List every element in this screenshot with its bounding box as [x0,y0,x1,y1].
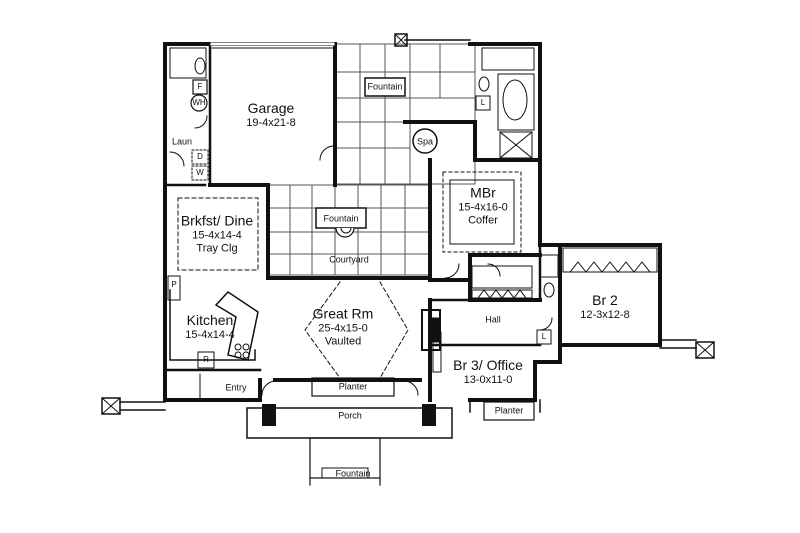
room-bedroom2: Br 2 12-3x12-8 [580,292,630,322]
label-spa: Spa [416,136,434,147]
vault-lines [304,281,341,379]
room-kitchen-dims: 15-4x14-4 [185,328,235,341]
label-courtyard: Courtyard [329,254,369,265]
label-fountain-front: Fountain [335,468,371,479]
label-porch: Porch [338,410,362,421]
label-entry: Entry [225,382,247,393]
room-bedroom2-name: Br 2 [592,292,618,309]
spa-tub [412,128,438,154]
fixture-linen-hall: L [541,332,547,342]
room-master-note: Coffer [468,214,498,227]
coffer-ceiling [442,171,522,253]
room-bedroom2-dims: 12-3x12-8 [580,308,630,321]
fixture-refrigerator: R [203,355,209,365]
water-heater-circle [190,94,208,112]
label-hall: Hall [485,314,501,325]
room-bedroom3-name: Br 3/ Office [453,357,523,374]
label-fountain-courtyard: Fountain [323,213,359,224]
room-garage-dims: 19-4x21-8 [246,116,296,129]
fixture-dryer: D [197,152,203,162]
room-master-dims: 15-4x16-0 [458,201,508,214]
room-garage: Garage 19-4x21-8 [246,100,296,130]
fountain-top [364,77,406,97]
room-garage-name: Garage [247,100,295,117]
label-planter-right: Planter [494,405,524,416]
room-great-room: Great Rm 25-4x15-0 Vaulted [313,305,374,348]
room-master-name: MBr [470,184,496,201]
label-fountain-top: Fountain [367,81,403,92]
fixture-pantry: P [171,280,177,290]
room-great-room-note: Vaulted [324,335,362,348]
room-bedroom3: Br 3/ Office 13-0x11-0 [453,357,523,387]
fixture-water-heater: WH [192,98,206,108]
room-breakfast-name: Brkfst/ Dine [180,212,254,229]
label-laundry: Laun [171,136,193,147]
room-great-room-dims: 25-4x15-0 [318,322,368,335]
fireplace [421,309,441,351]
freezer-box [192,79,208,95]
room-breakfast: Brkfst/ Dine 15-4x14-4 Tray Clg [181,212,253,255]
room-kitchen: Kitchen 15-4x14-4 [185,312,235,342]
tray-ceiling [177,197,259,271]
label-planter-center: Planter [338,381,368,392]
room-master: MBr 15-4x16-0 Coffer [458,184,508,227]
room-breakfast-dims: 15-4x14-4 [192,229,242,242]
room-kitchen-name: Kitchen [186,312,234,329]
room-bedroom3-dims: 13-0x11-0 [463,373,513,386]
fixture-washer: W [196,168,204,178]
planter-center [311,377,395,397]
room-breakfast-note: Tray Clg [196,242,238,255]
room-great-room-name: Great Rm [312,305,374,322]
fixture-linen-master: L [480,98,486,108]
fixture-freezer: F [197,82,203,92]
